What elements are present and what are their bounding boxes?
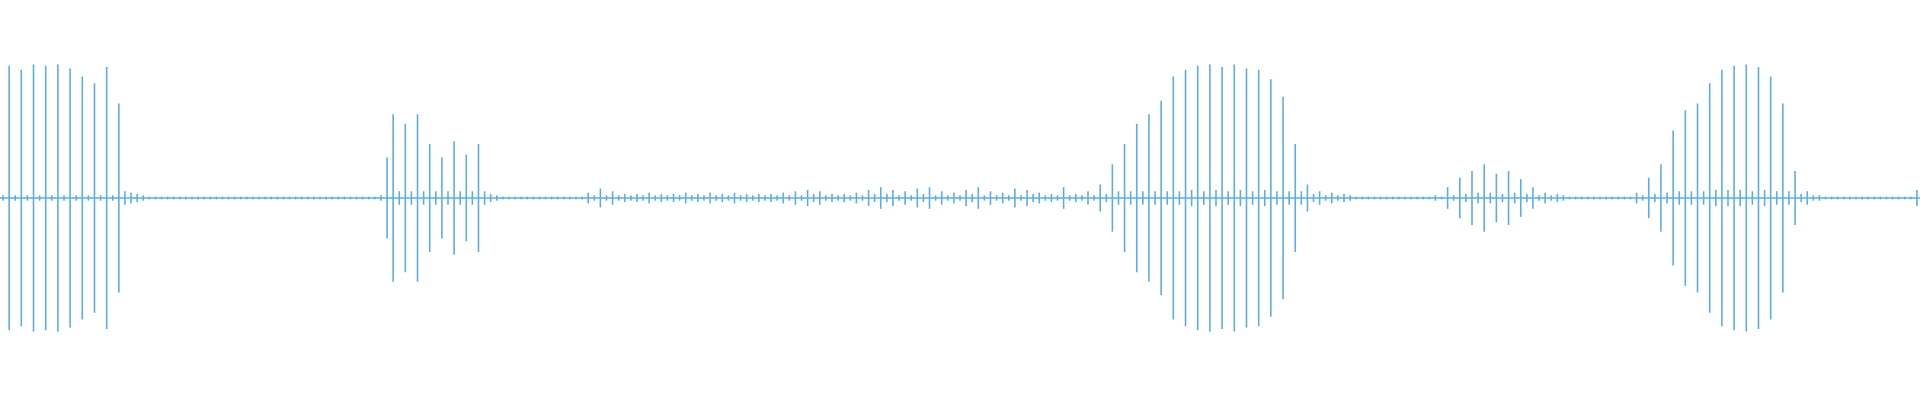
- waveform-bars: [2, 64, 1918, 332]
